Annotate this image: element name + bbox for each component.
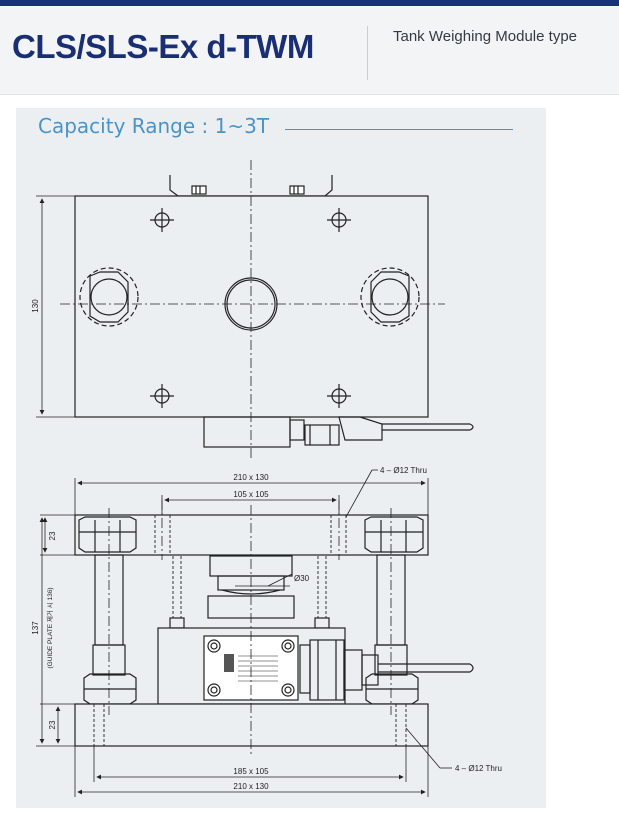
model-title: CLS/SLS-Ex d-TWM bbox=[12, 28, 314, 65]
model-subtitle: Tank Weighing Module type bbox=[393, 28, 577, 45]
top-accent-bar bbox=[0, 0, 619, 6]
page-header: CLS/SLS-Ex d-TWM Tank Weighing Module ty… bbox=[0, 6, 619, 95]
capacity-range-heading: Capacity Range : 1~3T bbox=[38, 114, 269, 138]
dim-diameter: Ø30 bbox=[294, 574, 310, 583]
dim-mid-plate: 105 x 105 bbox=[233, 490, 269, 499]
top-view bbox=[74, 175, 474, 448]
header-divider bbox=[367, 26, 368, 80]
dim-plate-thk-top: 23 bbox=[48, 531, 57, 540]
dim-guide-note: (GUIDE PLATE 제거 시 136) bbox=[45, 587, 54, 668]
capacity-label: Capacity Range : bbox=[38, 114, 215, 138]
bolt-hex-right bbox=[360, 267, 420, 327]
dim-top-plate: 210 x 130 bbox=[233, 473, 269, 482]
dim-hole-top: 4 – Ø12 Thru bbox=[380, 466, 427, 475]
dim-top-view-height: 130 bbox=[31, 299, 40, 313]
dim-total-height: 137 bbox=[31, 621, 40, 635]
dim-plate-thk-bottom: 23 bbox=[48, 720, 57, 729]
dim-bottom-plate: 210 x 130 bbox=[233, 782, 269, 791]
dim-hole-bottom: 4 – Ø12 Thru bbox=[455, 764, 502, 773]
capacity-value: 1~3T bbox=[214, 114, 270, 138]
dim-bottom-inner: 185 x 105 bbox=[233, 767, 269, 776]
front-view bbox=[74, 514, 474, 747]
bolt-hex-left bbox=[79, 267, 139, 327]
capacity-underline bbox=[285, 129, 513, 130]
mounting-holes-top bbox=[150, 208, 351, 408]
